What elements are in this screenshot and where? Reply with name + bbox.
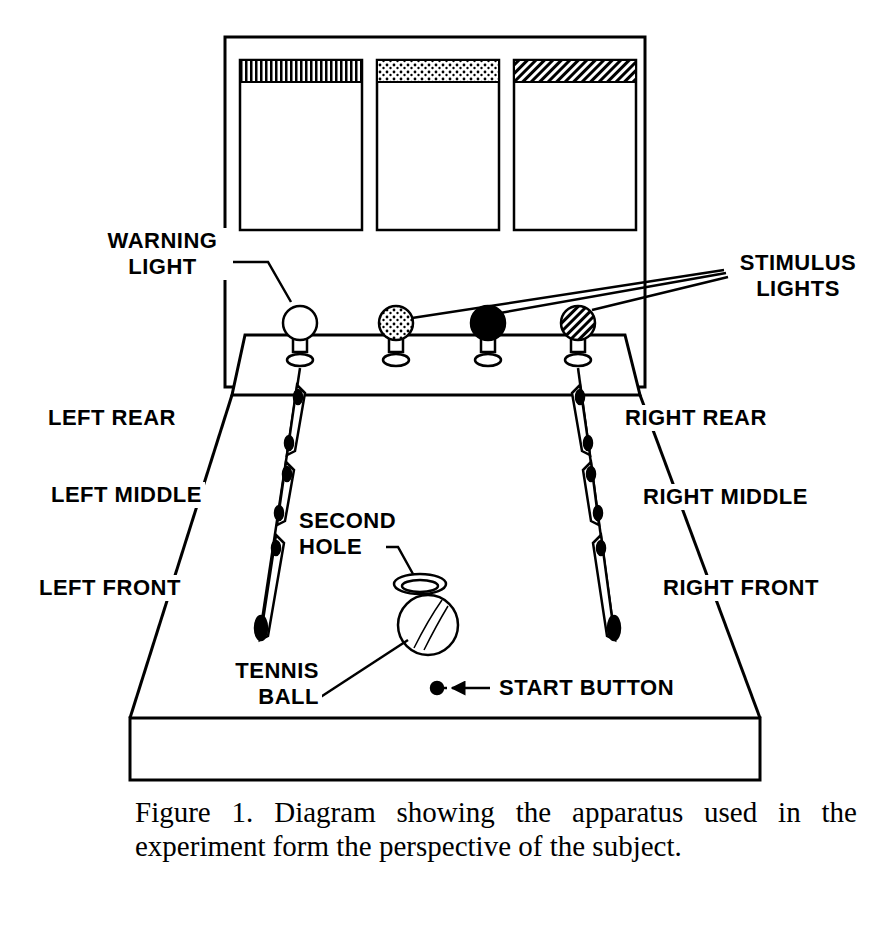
start-button xyxy=(431,682,447,694)
figure-caption: Figure 1. Diagram showing the apparatus … xyxy=(135,795,857,863)
part-label: RIGHT REAR xyxy=(622,405,770,431)
second-hole xyxy=(394,574,446,594)
start-button xyxy=(431,682,443,694)
back-panel xyxy=(241,61,361,82)
part-label: WARNING LIGHT xyxy=(92,228,233,280)
leader-lines xyxy=(592,277,728,310)
right-fence xyxy=(597,541,605,555)
part-label: TENNIS BALL xyxy=(226,658,322,710)
part-label: LEFT REAR xyxy=(45,405,179,431)
light-bulbs xyxy=(471,306,505,340)
part-label: LEFT MIDDLE xyxy=(48,482,205,508)
right-fence xyxy=(572,368,620,640)
leader-lines xyxy=(500,273,726,313)
light-bulbs xyxy=(283,306,317,340)
tennis-ball xyxy=(398,595,458,655)
right-fence xyxy=(594,506,602,520)
left-fence xyxy=(272,541,280,555)
back-panel xyxy=(514,60,636,230)
part-label: START BUTTON xyxy=(496,675,677,701)
left-fence xyxy=(275,506,283,520)
second-hole xyxy=(394,574,446,594)
table-base xyxy=(130,718,760,780)
leader-lines xyxy=(412,270,724,318)
right-fence xyxy=(608,616,620,640)
part-label: RIGHT MIDDLE xyxy=(640,484,811,510)
back-panel xyxy=(377,81,499,83)
part-label: LEFT FRONT xyxy=(36,575,184,601)
right-fence xyxy=(584,436,592,450)
part-label: SECOND HOLE xyxy=(296,508,386,560)
second-hole xyxy=(402,580,438,592)
leader-lines xyxy=(230,262,291,302)
back-panel xyxy=(515,61,635,82)
light-bulbs xyxy=(565,354,591,366)
tennis-ball xyxy=(424,606,448,650)
tennis-ball xyxy=(398,595,458,655)
right-fence xyxy=(587,467,595,481)
start-button xyxy=(443,687,447,690)
left-fence xyxy=(255,368,305,640)
light-bulbs xyxy=(287,354,313,366)
left-fence xyxy=(294,390,302,404)
part-label: STIMULUS LIGHTS xyxy=(730,250,866,302)
back-panel xyxy=(240,60,362,230)
light-bulbs xyxy=(475,354,501,366)
table-base xyxy=(130,395,232,718)
left-fence xyxy=(285,436,293,450)
part-label: RIGHT FRONT xyxy=(660,575,822,601)
left-fence xyxy=(283,467,291,481)
back-panel xyxy=(377,60,499,230)
right-fence xyxy=(576,390,584,404)
back-panel xyxy=(514,81,636,83)
left-fence xyxy=(255,616,267,640)
back-panel xyxy=(378,61,498,82)
leader-lines xyxy=(230,262,728,700)
leader-lines xyxy=(452,687,490,690)
light-bulbs xyxy=(379,306,413,340)
leader-lines xyxy=(316,640,408,700)
back-panel xyxy=(240,81,362,83)
light-bulbs xyxy=(383,354,409,366)
table-base xyxy=(640,395,760,718)
light-bulbs xyxy=(561,306,595,340)
